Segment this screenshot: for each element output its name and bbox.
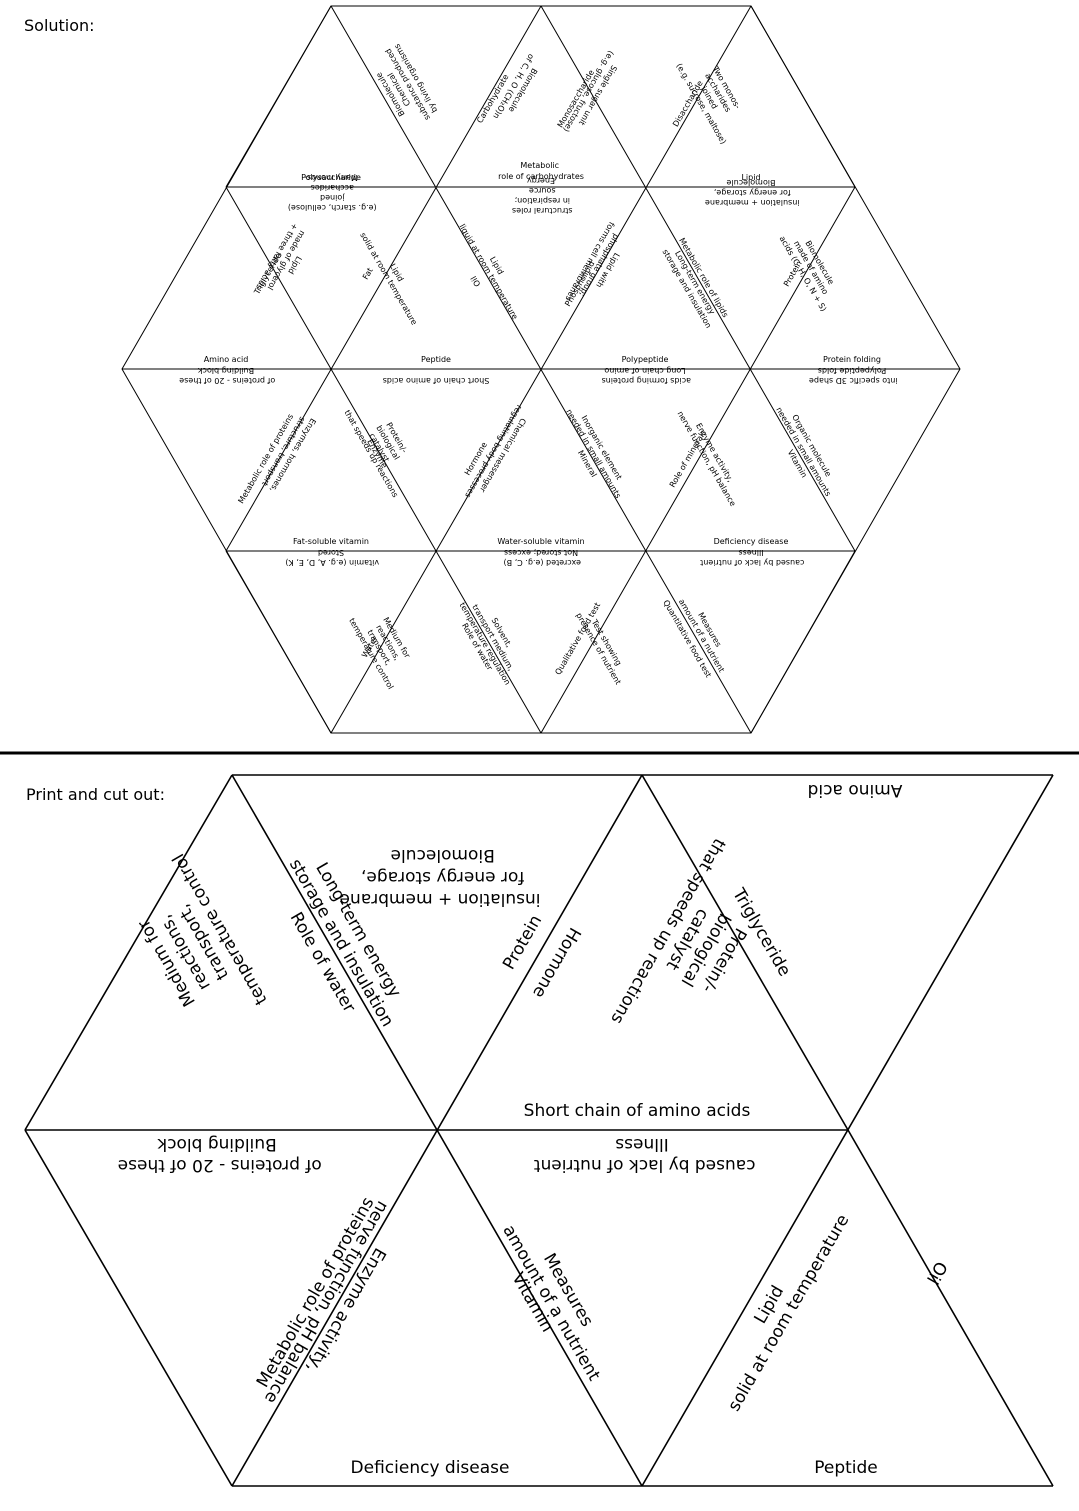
sol-fat: Fat — [361, 266, 375, 281]
cut-amino-acid: Amino acid — [808, 780, 903, 800]
cut-illness: caused by lack of nutrient Illness — [528, 1134, 755, 1175]
sol-polysaccharide: Polysaccharide — [301, 173, 361, 182]
sol-vitamin-def: Organic molecule needed in small amounts — [774, 401, 841, 498]
sol-oil-def: Lipid liquid at room temperature — [457, 217, 528, 321]
cut-enzyme-activity: Enzyme activity, nerve function, pH bala… — [260, 1197, 411, 1417]
solution-hexagon-grid — [121, 5, 961, 734]
sol-peptide: Peptide — [421, 355, 451, 364]
sol-energy-source: structural roles in respiration; source … — [509, 176, 572, 215]
sol-monosaccharide: Single sugar unit (e.g. glucose, fructos… — [562, 49, 625, 139]
solution-heading: Solution: — [24, 16, 95, 35]
sol-many-mono: (e.g. starch, cellulose) joined accharid… — [285, 173, 376, 212]
sol-building-block: of proteins - 20 of these Building block — [177, 366, 276, 385]
sol-mineral-def: Inorganic element needed in small amount… — [564, 403, 631, 500]
sol-amino-acid: Amino acid — [204, 355, 249, 364]
cut-short-chain: Short chain of amino acids — [524, 1101, 751, 1121]
sol-lipid: Lipid — [741, 173, 760, 182]
sol-phospholipid-def: Lipid with phosphate group; forms cell m… — [564, 220, 634, 312]
sol-enzyme-def: Protein/- biological catalyst that speed… — [342, 394, 425, 499]
cut-enzyme-def: Protein/- biological catalyst that speed… — [606, 835, 783, 1059]
sol-metabolic-carbs: Metabolic role of carbohydrates — [498, 161, 584, 181]
sol-qualitative-def: Test showing presence of nutrient — [574, 606, 631, 686]
sol-triglyceride-def: Lipid made of glycerol + three fatty aci… — [254, 222, 317, 301]
cut-deficiency: Deficiency disease — [351, 1458, 510, 1478]
sol-stored-vitamin: vitamin (e.g. A, D, E, K) Stored — [283, 548, 379, 567]
sol-polypeptide-folds: into specific 3D shape Polypeptide folds — [806, 366, 897, 385]
sol-biomolecule-lipid: insulation + membrane for energy storage… — [702, 178, 799, 207]
cut-measures: Measures amount of a nutrient — [498, 1211, 622, 1385]
sol-biomolecule: Biomolecule Chemical substance produced … — [365, 40, 441, 132]
sol-short-chain: Short chain of amino acids — [383, 376, 490, 385]
sol-deficiency: Deficiency disease — [714, 537, 789, 546]
sol-water-def: Medium for reactions, transport, tempera… — [347, 602, 421, 691]
sol-illness: caused by lack of nutrient Illness — [698, 548, 805, 567]
sol-water-soluble: Water-soluble vitamin — [497, 537, 584, 546]
cut-peptide: Peptide — [814, 1458, 878, 1478]
sol-protein-def: Biomolecule made of amino acids (C, H, O… — [778, 224, 846, 313]
cut-lipid-solid: Lipid solid at room temperature — [706, 1201, 853, 1415]
sol-long-chain: acids forming proteins Long chain of ami… — [599, 366, 691, 385]
cut-building-block: of proteins - 20 of these Building block — [112, 1134, 321, 1175]
cut-biomolecule-lipid: Biomolecule for energy storage, insulati… — [340, 845, 541, 909]
cutout-grid — [24, 774, 1054, 1487]
sol-polypeptide: Polypeptide — [622, 355, 669, 364]
cutout-heading: Print and cut out: — [26, 785, 165, 804]
sol-oil: Oil — [469, 274, 482, 288]
cut-protein: Protein — [499, 912, 546, 974]
sol-protein-folding: Protein folding — [823, 355, 881, 364]
sol-fat-soluble: Fat-soluble vitamin — [293, 537, 369, 546]
cut-oil: Oil — [922, 1258, 951, 1288]
cut-water-def: Medium for reactions, transport, tempera… — [114, 850, 271, 1040]
sol-not-stored: excreted (e.g. C, B) Not stored; excess — [501, 548, 581, 567]
